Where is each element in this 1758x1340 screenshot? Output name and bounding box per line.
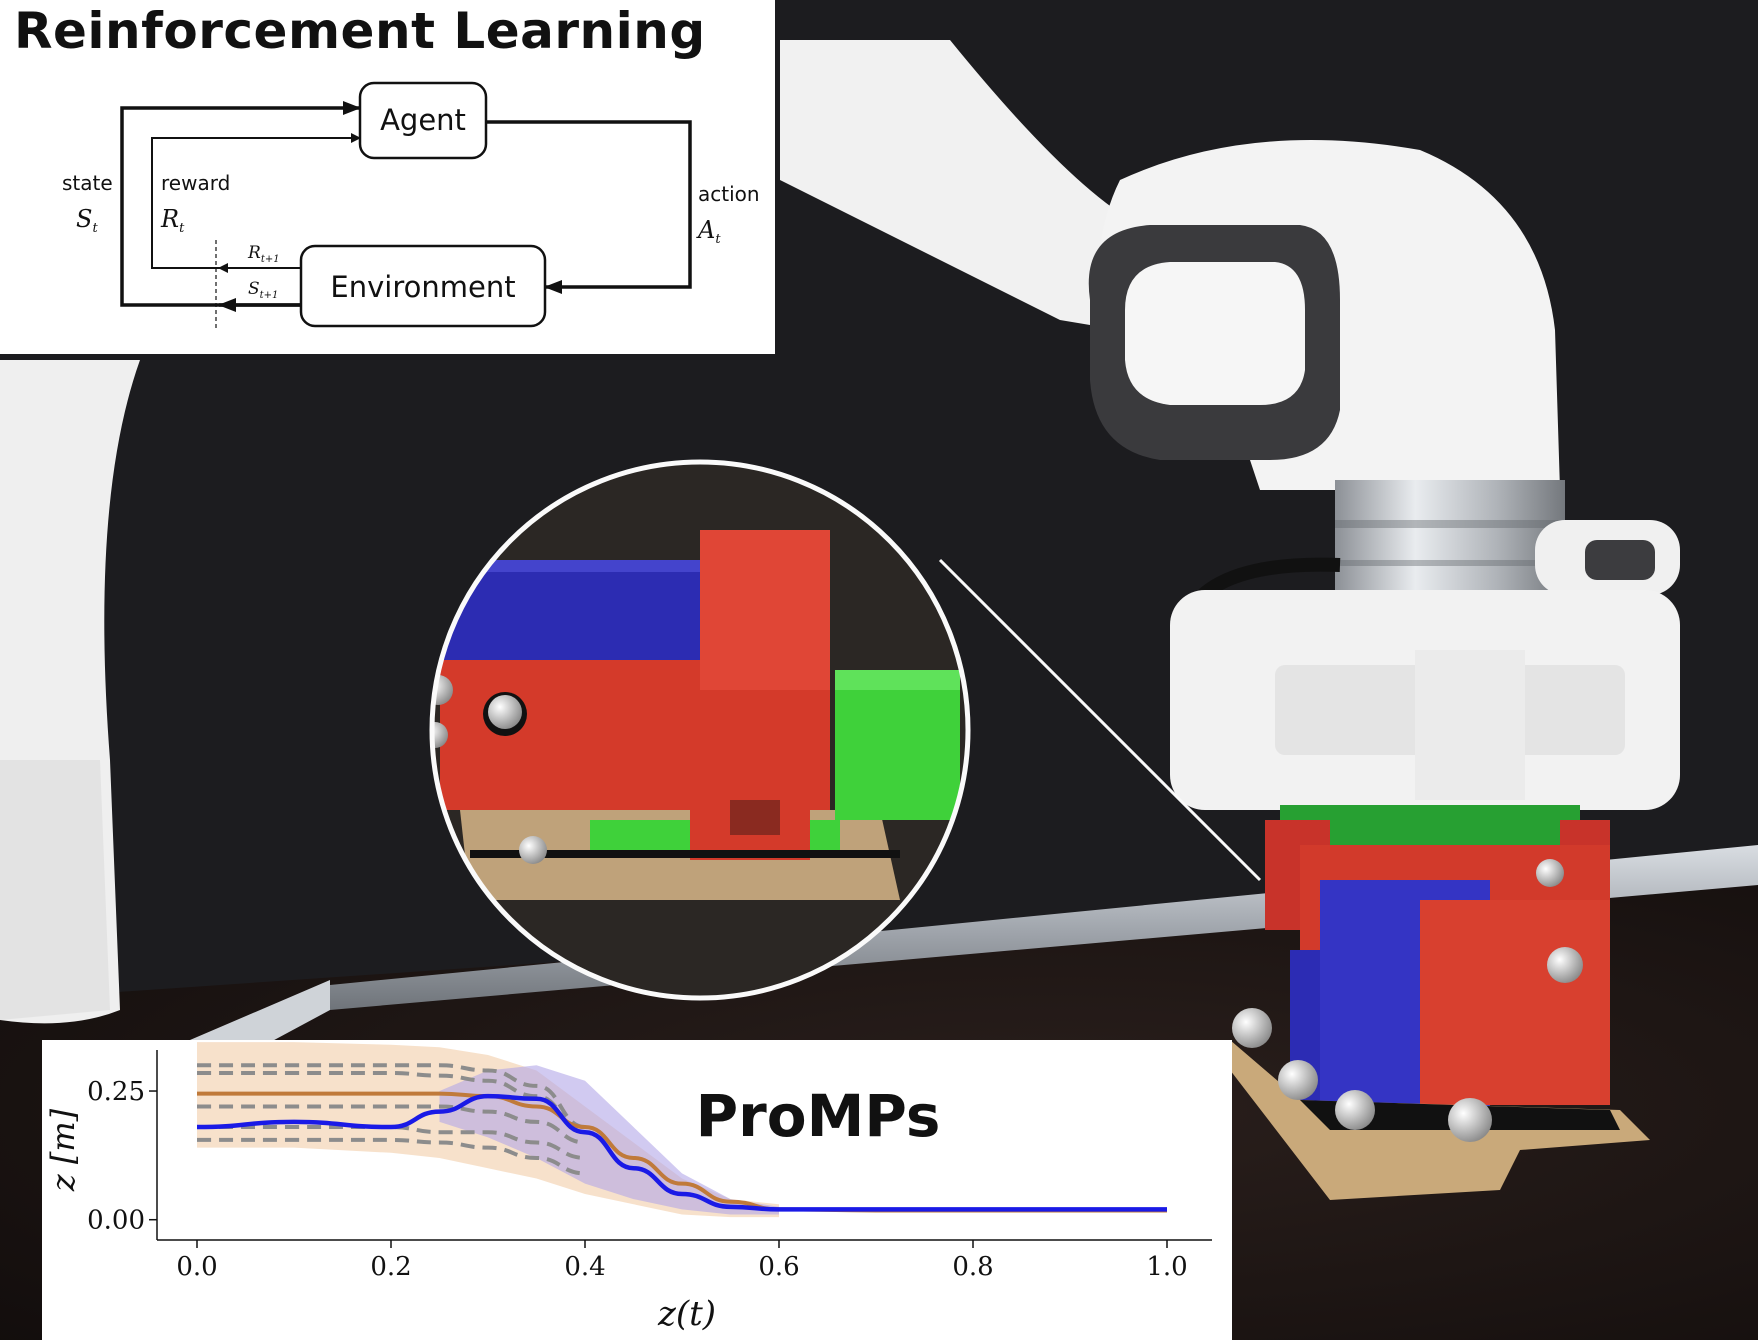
svg-text:Rt+1: Rt+1 <box>247 243 280 265</box>
next-reward-subscript: t+1 <box>261 254 280 265</box>
promps-plot-panel: 0.0 0.2 0.4 0.6 0.8 1.0 0.00 0.25 z(t) z [m] P… <box>42 1040 1232 1340</box>
state-label: state <box>62 171 113 195</box>
y-axis-label: z [m] <box>44 1108 82 1192</box>
agent-label: Agent <box>380 103 466 137</box>
x-tick-label: 0.4 <box>564 1252 605 1282</box>
reward-subscript: t <box>179 221 185 236</box>
plot-title: ProMPs <box>696 1082 941 1150</box>
sample-trajectory-line-4 <box>197 1104 586 1145</box>
svg-text:Rt: Rt <box>160 205 185 236</box>
svg-text:St: St <box>76 205 98 236</box>
action-arrow <box>486 120 692 294</box>
next-state-subscript: t+1 <box>260 290 279 301</box>
confidence-bands <box>197 1042 779 1218</box>
current-trajectory-line <box>196 1093 1167 1212</box>
x-tick-label: 1.0 <box>1146 1252 1187 1282</box>
state-arrow <box>120 101 361 307</box>
rl-title: Reinforcement Learning <box>14 2 706 60</box>
x-tick-label: 0.2 <box>370 1252 411 1282</box>
promps-chart: 0.0 0.2 0.4 0.6 0.8 1.0 0.00 0.25 z(t) z [m] P… <box>44 1042 1212 1334</box>
next-state-symbol: S <box>248 279 260 299</box>
state-subscript: t <box>92 221 98 236</box>
rl-diagram-panel: Agent Environment state St reward Rt act… <box>0 0 775 354</box>
x-axis-label: z(t) <box>657 1294 716 1334</box>
environment-label: Environment <box>330 270 515 304</box>
action-label: action <box>698 182 760 206</box>
sample-trajectory-line-5 <box>197 1125 586 1160</box>
y-tick-label: 0.25 <box>87 1077 145 1107</box>
state-symbol: S <box>76 205 92 233</box>
svg-text:At: At <box>696 216 721 247</box>
reward-label: reward <box>161 171 230 195</box>
mocap-markers-held <box>1232 859 1583 1142</box>
rl-loop-diagram: Agent Environment state St reward Rt act… <box>62 81 760 330</box>
svg-text:St+1: St+1 <box>248 279 278 301</box>
zoom-leader-line <box>938 558 1262 882</box>
next-reward-symbol: R <box>247 243 261 263</box>
reward-symbol: R <box>160 205 179 233</box>
sample-trajectory-line-3 <box>196 1071 586 1135</box>
y-tick-label: 0.00 <box>87 1206 145 1236</box>
sample-trajectory-line-6 <box>197 1137 586 1176</box>
x-tick-label: 0.6 <box>758 1252 799 1282</box>
y-ticks: 0.00 0.25 <box>87 1077 157 1236</box>
x-ticks: 0.0 0.2 0.4 0.6 0.8 1.0 <box>176 1240 1188 1282</box>
action-subscript: t <box>715 232 721 247</box>
green-block-zoom <box>835 670 960 820</box>
trajectory-lines <box>196 1063 1167 1213</box>
zoom-inset <box>429 459 971 1001</box>
blue-block-zoom <box>440 560 702 668</box>
action-symbol: A <box>696 216 715 244</box>
x-tick-label: 0.8 <box>952 1252 993 1282</box>
x-tick-label: 0.0 <box>176 1252 217 1282</box>
sample-trajectory-line-2 <box>197 1063 586 1130</box>
